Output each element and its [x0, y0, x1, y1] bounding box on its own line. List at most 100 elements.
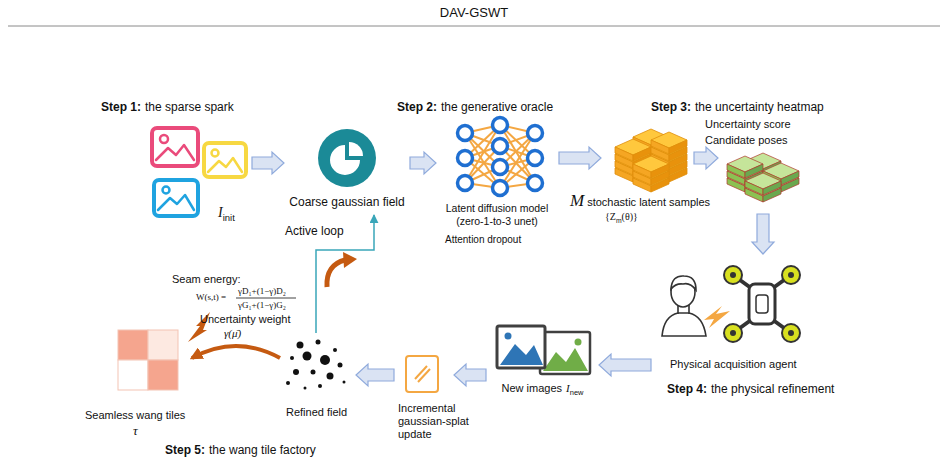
drone-icon	[756, 295, 768, 313]
text: Step 3:	[651, 100, 691, 114]
drone-icon	[724, 324, 742, 342]
text: Candidate poses	[705, 134, 788, 146]
text: W(s,t) =	[196, 292, 226, 302]
text: the sparse spark	[145, 100, 234, 114]
curved-arrow	[192, 346, 280, 358]
refined-dots	[286, 340, 346, 390]
neural-net-icon	[493, 118, 508, 133]
latent-samples-icon	[633, 156, 669, 178]
drone-icon	[730, 272, 736, 278]
drone-icon	[749, 284, 775, 324]
refined-dots	[290, 356, 294, 360]
text: the uncertainty heatmap	[695, 100, 824, 114]
text-line: Iinit	[218, 204, 235, 223]
formula-text: γD₁+(1−γ)D₂	[238, 286, 286, 297]
drone-icon	[724, 266, 800, 342]
image-icons	[152, 128, 198, 166]
text: Step 2:	[397, 100, 437, 114]
text: Coarse gaussian field	[289, 195, 404, 209]
new-images: New imagesInew	[490, 320, 595, 400]
text: M	[570, 191, 584, 210]
drone-icon	[724, 266, 742, 284]
text: Uncertainty score	[705, 118, 791, 130]
wang-tiles-icon	[118, 330, 178, 390]
header-title: DAV-GSWT	[0, 5, 948, 21]
neural-net-icon	[528, 176, 543, 191]
heatmap-icon	[727, 153, 799, 202]
text: Seamless wang tiles	[85, 409, 185, 421]
bust-icon	[662, 276, 706, 336]
text: Incremental gaussian-splat update	[398, 402, 469, 440]
text: I	[218, 205, 223, 220]
drone-icon	[730, 330, 736, 336]
latent-samples-icon	[615, 139, 651, 161]
text-line: New imagesInew	[490, 382, 595, 398]
drone-icon	[782, 324, 800, 342]
text-line: Incremental gaussian-splat update	[398, 402, 483, 442]
loop-label: Active loop	[285, 224, 344, 238]
formula-label: Seam energy:	[172, 273, 240, 286]
block-arrow	[752, 214, 774, 254]
latent-samples: Mstochastic latent samples{Zm(θ)}	[605, 112, 690, 232]
image-icons	[160, 135, 168, 143]
neural-net-icon	[493, 160, 508, 175]
text-line: Mstochastic latent samples	[570, 191, 710, 211]
lightning-icon	[704, 306, 730, 328]
block-arrow	[599, 354, 651, 376]
text: m	[616, 217, 622, 224]
image-icons	[212, 150, 219, 157]
loop-arrow-icon	[343, 252, 357, 268]
refined-dots	[343, 381, 346, 384]
update-icon	[415, 366, 427, 379]
new-images-icon	[543, 348, 588, 371]
neural-net-icon	[458, 151, 473, 166]
new-images-icon	[497, 326, 545, 368]
refined-dots	[338, 363, 343, 368]
refined-dots	[286, 381, 290, 385]
coarse-field-icon	[318, 129, 376, 187]
image-icons	[158, 195, 194, 210]
coarse-field-icon	[349, 142, 363, 156]
heatmap-icon	[727, 156, 763, 178]
wang-tiles-icon	[148, 360, 178, 390]
text: Seam energy:	[172, 273, 240, 285]
block-arrow	[454, 364, 486, 386]
drone-icon	[788, 330, 794, 336]
text-line: Physical acquisition agent	[670, 358, 797, 371]
neural-net-icon	[528, 151, 543, 166]
text-line: Coarse gaussian field	[288, 195, 406, 209]
text: init	[223, 212, 235, 223]
update-icon	[406, 356, 438, 392]
text: (θ)}	[622, 211, 638, 222]
input-images: Iinit	[148, 122, 248, 222]
step-heading: Step 1:the sparse spark	[101, 100, 234, 114]
text: Step 5:	[165, 443, 205, 457]
text-line: Seamless wang tiles	[85, 409, 185, 422]
step-heading: Step 4:the physical refinement	[667, 382, 834, 396]
text: Attention dropout	[445, 234, 521, 245]
refined-dots	[318, 384, 322, 388]
block-arrow	[559, 147, 601, 169]
text: I	[566, 382, 570, 394]
text: γ(μ̄)	[224, 327, 241, 339]
wang-tiles-icon	[148, 330, 178, 360]
update-icon	[406, 356, 438, 392]
fraction-bar	[236, 298, 296, 299]
image-icons	[204, 143, 246, 177]
neural-net-icon	[458, 176, 473, 191]
splat-update: Incremental gaussian-splat update	[398, 352, 450, 452]
text: New images	[502, 382, 563, 394]
wang-tiles-icon	[118, 360, 148, 390]
text: stochastic latent samples	[587, 196, 710, 208]
latent-samples-icon	[651, 132, 687, 154]
step-heading: Step 2:the generative oracle	[397, 100, 553, 114]
formula-text: γG₁+(1−γ)G₂	[238, 300, 286, 311]
image-icons	[154, 180, 198, 216]
formula-text: W(s,t) =	[196, 292, 226, 303]
diffusion-model: Latent diffusion model (zero-1-to-3 unet…	[440, 118, 555, 250]
block-arrow	[356, 364, 394, 386]
new-images-icon	[500, 344, 543, 365]
text-line: {Zm(θ)}	[605, 211, 638, 225]
